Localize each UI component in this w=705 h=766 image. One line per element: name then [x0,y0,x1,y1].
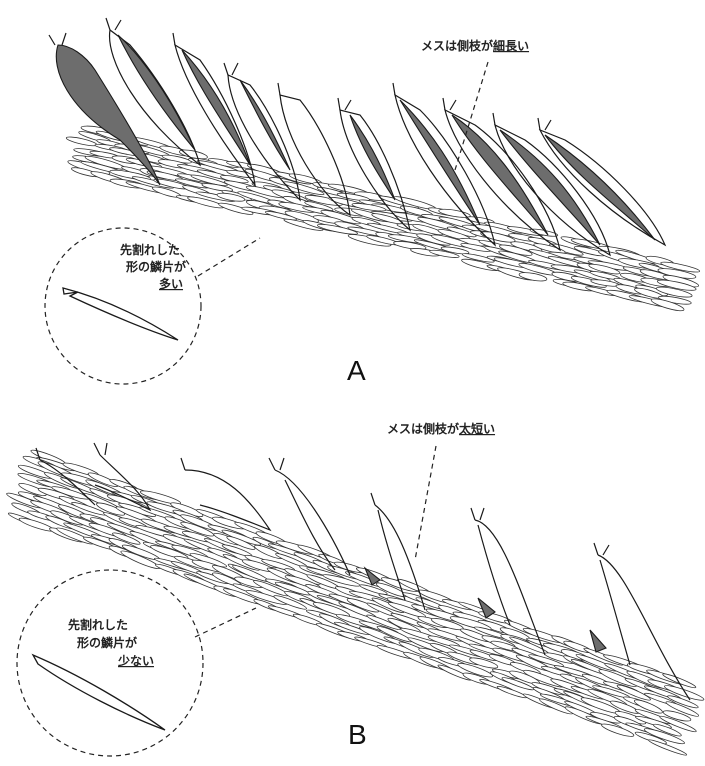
panel-b-scale-bundle [6,448,705,757]
branch-b-shade-3 [590,630,606,652]
panel-a: メスは側枝が細長い 先割れした 形の鱗片が 多い A [45,18,700,386]
panel-b-inset-emphasis: 少ない [117,653,154,668]
branch-a4-shade [240,80,290,170]
panel-b-label: B [348,719,367,750]
panel-b-inset-line1: 先割れした [68,617,128,632]
panel-a-label: A [347,355,366,386]
dash-leader-b-inset [195,608,256,637]
panel-a-inset-emphasis: 多い [159,276,183,291]
panel-a-callout-top: メスは側枝が細長い [421,38,529,53]
branch-b7-in [600,560,630,665]
branch-a3-shade [182,50,250,165]
panel-a-callout-top-emphasis: 細長い [493,38,529,53]
panel-b-callout: メスは側枝が太短い [387,421,495,560]
panel-b-callout-top: メスは側枝が太短い [387,421,495,436]
panel-b-inset-line2: 形の鱗片が [77,635,137,650]
panel-b-callout-top-emphasis: 太短い [459,421,495,436]
panel-b: メスは側枝が太短い 先割れした 形の鱗片が 少ない B [6,421,705,757]
dash-leader-a-inset [198,238,260,276]
panel-a-inset-line1: 先割れした [120,242,180,257]
panel-a-inset-line2: 形の鱗片が [126,259,186,274]
dash-leader-b-top [415,446,436,560]
branch-a-hairs [49,18,551,130]
forked-scale-icon [63,288,178,340]
